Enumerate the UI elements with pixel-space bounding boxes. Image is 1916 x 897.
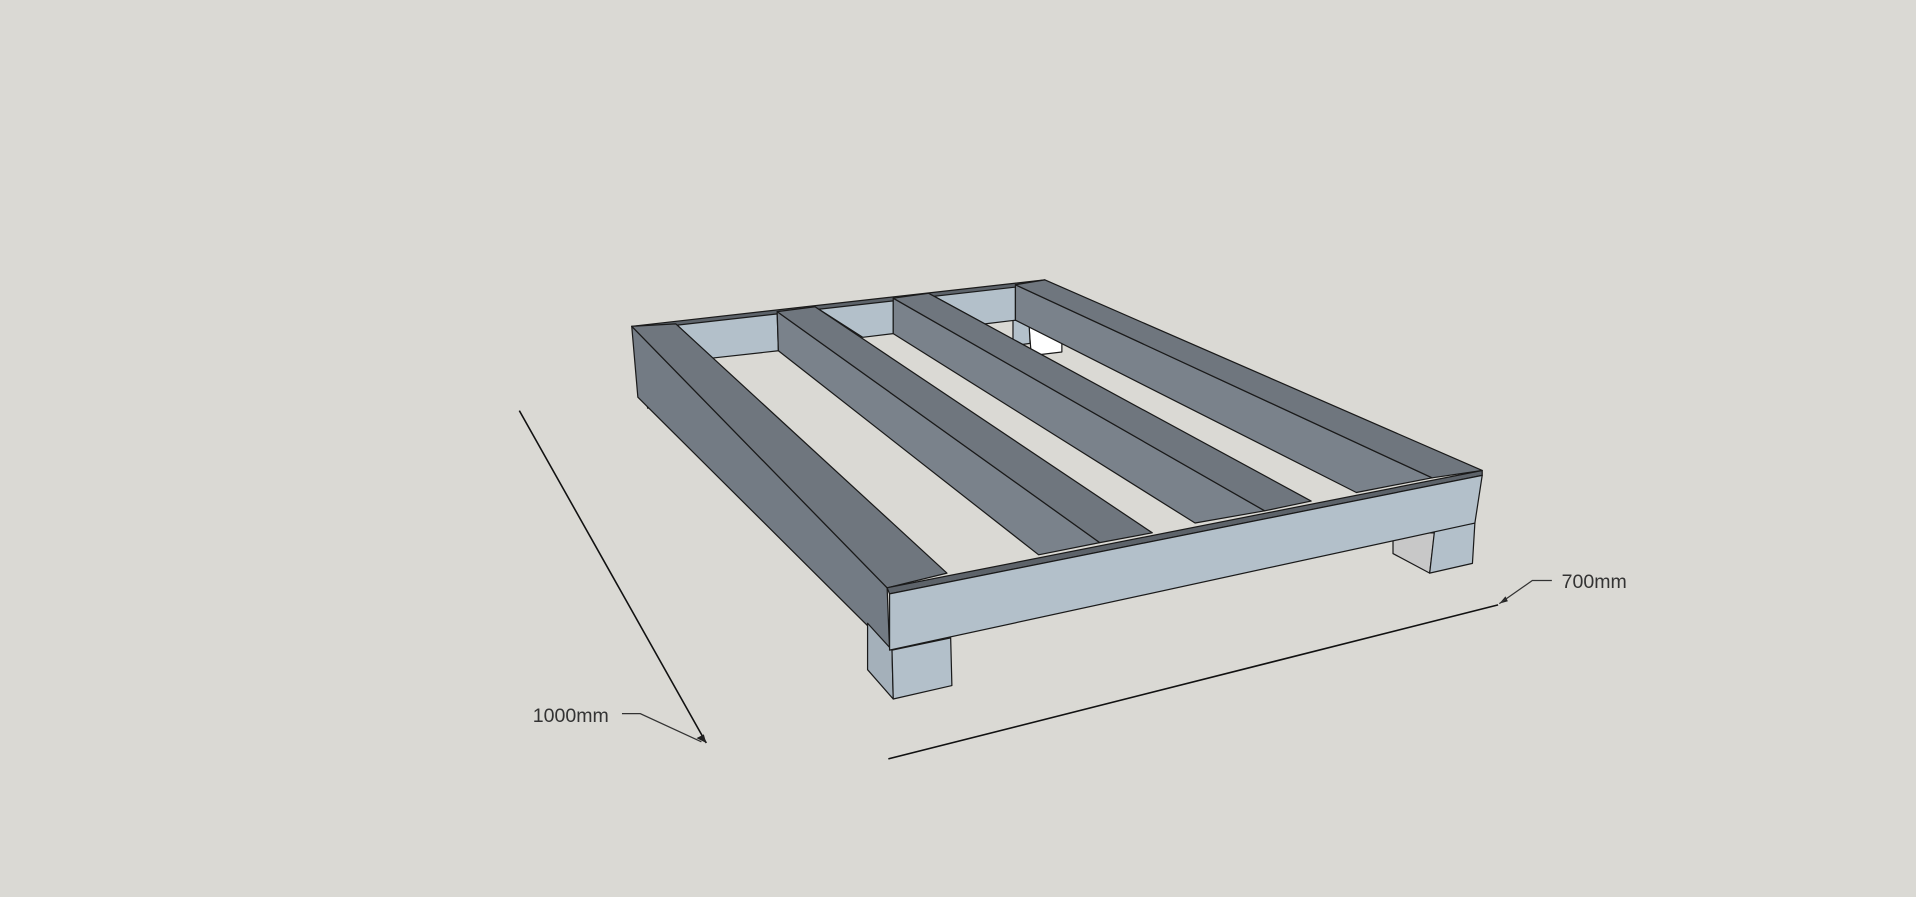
dimension-leader-width [1498, 579, 1552, 605]
dimension-line-length[interactable] [518, 410, 707, 744]
slat-top [776, 306, 1153, 544]
dimension-label-width[interactable]: 700mm [1562, 571, 1627, 593]
left-rail-top [631, 323, 948, 589]
dimension-leader-length [621, 713, 702, 743]
slat-top [892, 292, 1312, 512]
dimension-line-width[interactable] [888, 604, 1499, 760]
front-rail-front-face [888, 474, 1483, 651]
dimension-arrow [696, 734, 707, 743]
front-left-leg-front [891, 637, 953, 700]
dimension-label-length[interactable]: 1000mm [533, 705, 609, 727]
